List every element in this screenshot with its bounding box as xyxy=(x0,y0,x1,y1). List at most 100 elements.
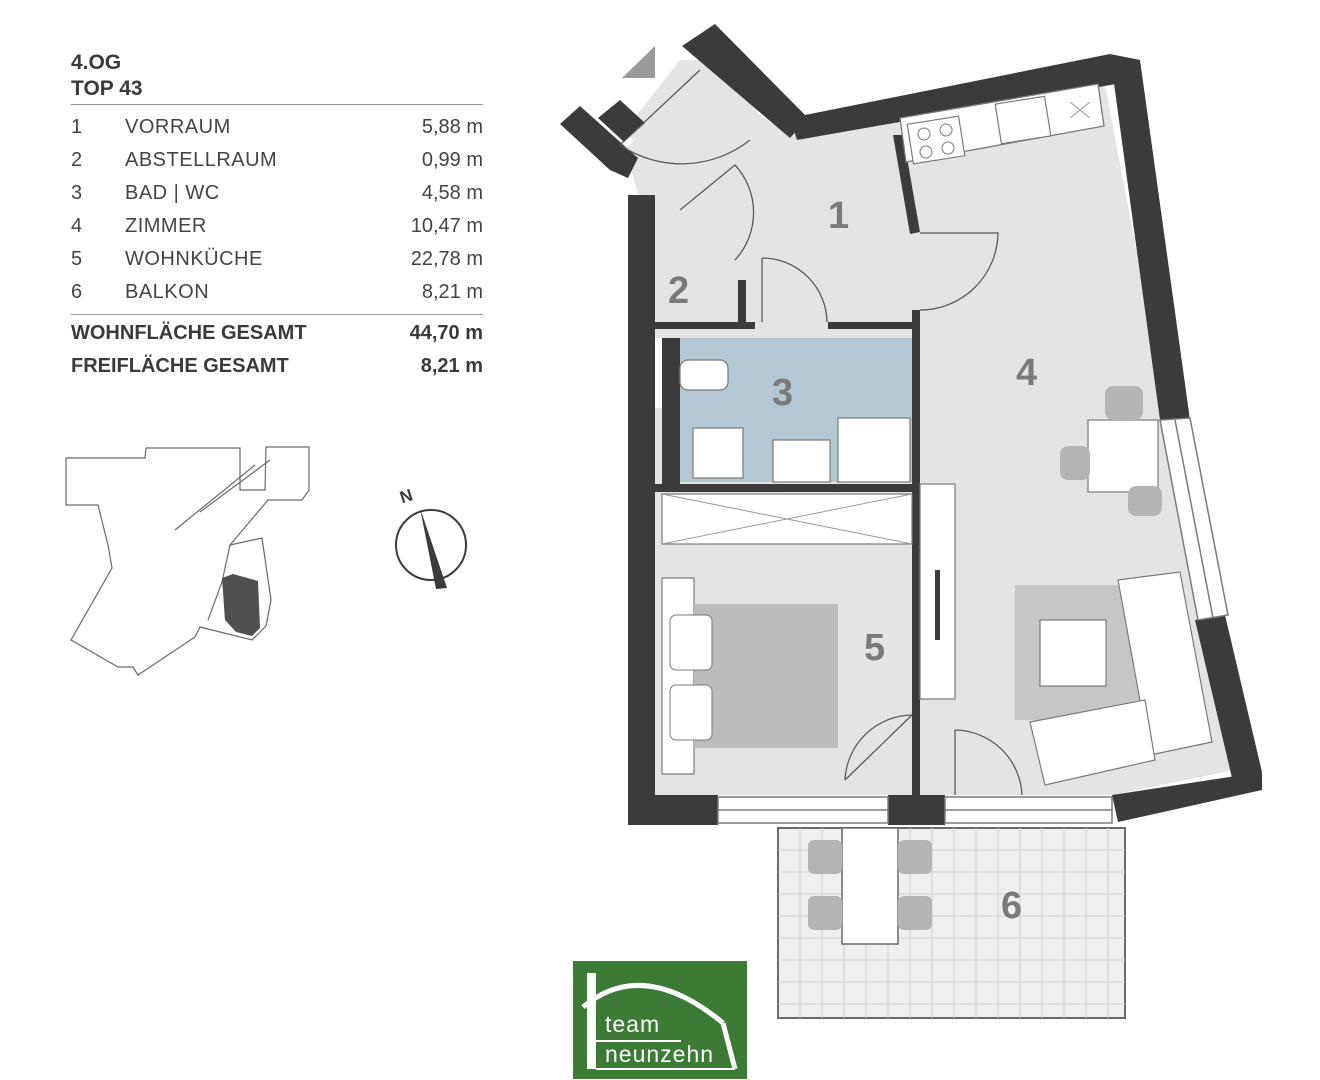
wall-east-upper xyxy=(1110,54,1190,420)
compass: N xyxy=(395,485,467,589)
building-outline xyxy=(65,446,310,676)
wall-entry-right xyxy=(682,24,808,138)
wall-south-right xyxy=(1112,772,1262,822)
room-name: ABSTELLRAUM xyxy=(125,149,278,171)
key-plan xyxy=(65,446,310,676)
room-name: WOHNKÜCHE xyxy=(125,248,263,270)
living-furniture xyxy=(1015,386,1213,786)
logo-text-team: team xyxy=(605,1011,661,1037)
unit-title: 4.OG TOP 43 xyxy=(71,50,143,102)
storage-door xyxy=(679,164,755,261)
coffee-table xyxy=(1039,619,1107,687)
room-row: 5 WOHNKÜCHE 22,78 m xyxy=(71,244,483,274)
doors xyxy=(619,69,1023,796)
compass-north-label: N xyxy=(398,485,416,507)
cabinet-handle xyxy=(935,570,940,640)
balcony-table xyxy=(841,827,899,945)
compass-needle xyxy=(420,508,447,589)
room-name: ZIMMER xyxy=(125,215,207,237)
walls xyxy=(560,24,1262,825)
room-row: 2 ABSTELLRAUM 0,99 m xyxy=(71,145,483,175)
building-wing-line xyxy=(174,464,256,531)
balcony xyxy=(777,827,1126,1019)
wall-south-left xyxy=(628,795,718,825)
total-value: 44,70 m xyxy=(409,322,483,344)
wall-north xyxy=(790,54,1116,140)
building-inner-line xyxy=(207,544,231,621)
room-row: 3 BAD | WC 4,58 m xyxy=(71,178,483,208)
dining-chair xyxy=(1128,486,1162,516)
logo-text-neunzehn: neunzehn xyxy=(605,1041,715,1067)
compass-ring xyxy=(395,509,467,581)
nightstand-column xyxy=(661,577,695,775)
room-name: BALKON xyxy=(125,281,210,303)
room-number: 2 xyxy=(71,149,83,171)
table-top-rule xyxy=(71,104,483,105)
room-row: 6 BALKON 8,21 m xyxy=(71,277,483,307)
wardrobe-cross xyxy=(661,493,913,545)
bedroom-door xyxy=(844,714,913,781)
room-number: 4 xyxy=(71,215,83,237)
balcony-chair xyxy=(898,896,932,930)
washing-machine xyxy=(692,427,744,479)
room-label-1: 1 xyxy=(828,195,849,237)
dining-chair xyxy=(1105,386,1143,420)
room-label-3: 3 xyxy=(772,372,793,414)
room-label-2: 2 xyxy=(668,270,689,312)
wall-storage-east xyxy=(738,280,746,328)
room-area: 4,58 m xyxy=(421,182,483,204)
room-area: 10,47 m xyxy=(410,215,483,237)
room-door xyxy=(919,232,999,311)
room-number: 3 xyxy=(71,182,83,204)
bath-niche xyxy=(655,338,663,408)
total-label: WOHNFLÄCHE GESAMT xyxy=(71,322,307,344)
team-neunzehn-logo: team neunzehn xyxy=(573,961,747,1079)
bedroom-furniture xyxy=(661,483,956,775)
building-wing-line-2 xyxy=(199,459,271,513)
total-value: 8,21 m xyxy=(420,355,483,377)
unit-location-highlight xyxy=(222,574,260,636)
dining-table xyxy=(1087,419,1159,493)
room-label-6: 6 xyxy=(1001,885,1022,927)
dining-chair xyxy=(1060,446,1090,480)
wall-bath-north xyxy=(828,322,920,329)
bed xyxy=(694,604,838,748)
table-bottom-rule xyxy=(71,314,483,315)
stove-burner xyxy=(939,123,953,137)
toilet xyxy=(679,359,729,391)
balcony-chair xyxy=(808,840,842,874)
stove-burner xyxy=(917,127,931,141)
room-name: VORRAUM xyxy=(125,116,231,138)
floor-label: 4.OG xyxy=(71,51,122,74)
wall-west xyxy=(628,195,655,825)
entrance-marker-icon xyxy=(622,46,655,78)
wall-interior-vertical xyxy=(912,310,920,805)
room-label-5: 5 xyxy=(864,627,885,669)
entry-door xyxy=(619,69,751,165)
wall-kitchen-partition xyxy=(893,135,920,234)
bath-door xyxy=(761,257,828,323)
wall-storage-south xyxy=(655,322,755,329)
fridge-mark xyxy=(1069,101,1091,119)
room-area: 8,21 m xyxy=(421,281,483,303)
wall-entry-left xyxy=(560,106,638,178)
room-row: 1 VORRAUM 5,88 m xyxy=(71,112,483,142)
balcony-door xyxy=(954,729,1023,796)
unit-label: TOP 43 xyxy=(71,77,143,100)
room-row: 4 ZIMMER 10,47 m xyxy=(71,211,483,241)
sofa-seat xyxy=(1029,699,1156,786)
kitchen-sink xyxy=(994,95,1052,145)
logo-mark xyxy=(581,973,738,1070)
wall-bath-west-lower xyxy=(662,408,680,484)
balcony-chair xyxy=(898,840,932,874)
kitchen xyxy=(899,83,1105,165)
washbasin xyxy=(772,439,831,483)
wall-entry-jamb xyxy=(598,100,645,142)
room-name: BAD | WC xyxy=(125,182,220,204)
pillow xyxy=(669,614,713,671)
room-number: 1 xyxy=(71,116,83,138)
shower xyxy=(837,417,911,483)
room-area: 0,99 m xyxy=(421,149,483,171)
room-label-4: 4 xyxy=(1016,352,1037,394)
